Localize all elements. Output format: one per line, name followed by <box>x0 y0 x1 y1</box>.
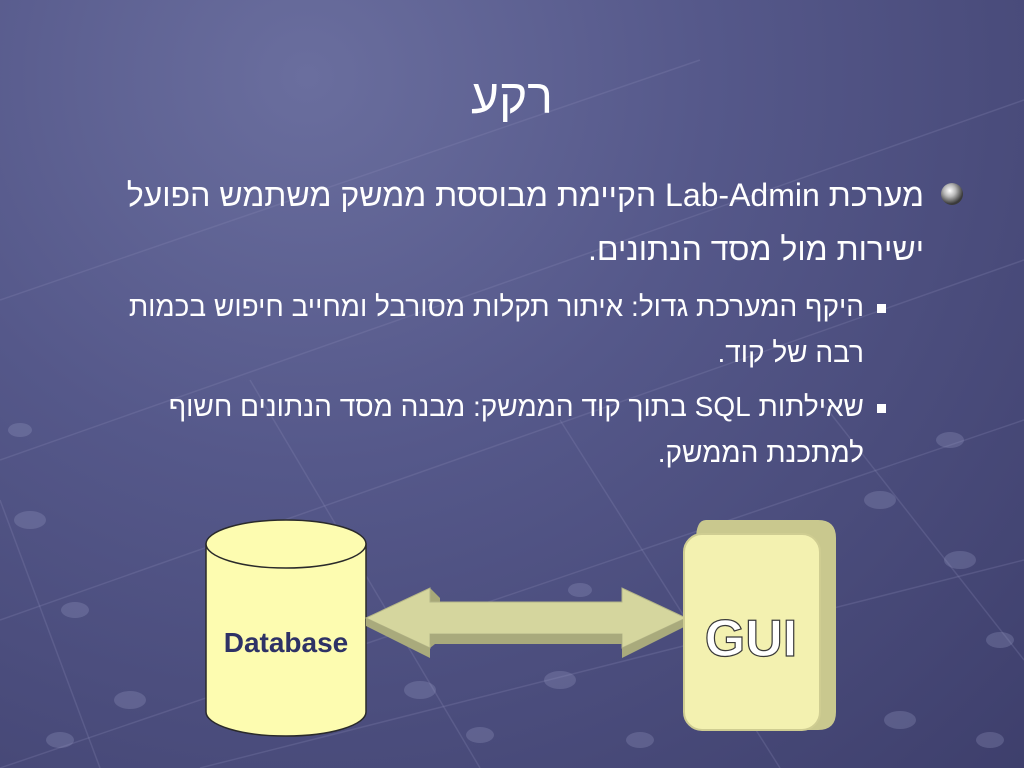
sub-bullet-1: היקף המערכת גדול: איתור תקלות מסורבל ומח… <box>104 284 904 376</box>
gui-label: GUI <box>705 610 797 668</box>
sub-bullet-2: שאילתות SQL בתוך קוד הממשק: מבנה מסד הנת… <box>104 384 904 476</box>
sub-bullet-text: שאילתות SQL בתוך קוד הממשק: מבנה מסד הנת… <box>168 391 864 468</box>
bullet-list: מערכת Lab-Admin הקיימת מבוססת ממשק משתמש… <box>104 168 964 476</box>
gui-box <box>683 520 836 731</box>
database-cylinder <box>205 519 367 737</box>
slide-title: רקע <box>471 71 553 124</box>
main-bullet-text: מערכת Lab-Admin הקיימת מבוססת ממשק משתמש… <box>126 177 924 267</box>
square-bullet-icon <box>877 404 886 413</box>
sub-bullet-text: היקף המערכת גדול: איתור תקלות מסורבל ומח… <box>128 291 864 368</box>
sphere-bullet-icon <box>941 183 963 205</box>
square-bullet-icon <box>877 304 886 313</box>
database-label: Database <box>224 627 349 658</box>
architecture-diagram: Database GUI <box>205 519 836 737</box>
main-bullet: מערכת Lab-Admin הקיימת מבוססת ממשק משתמש… <box>104 168 964 276</box>
double-arrow-icon <box>364 587 688 658</box>
